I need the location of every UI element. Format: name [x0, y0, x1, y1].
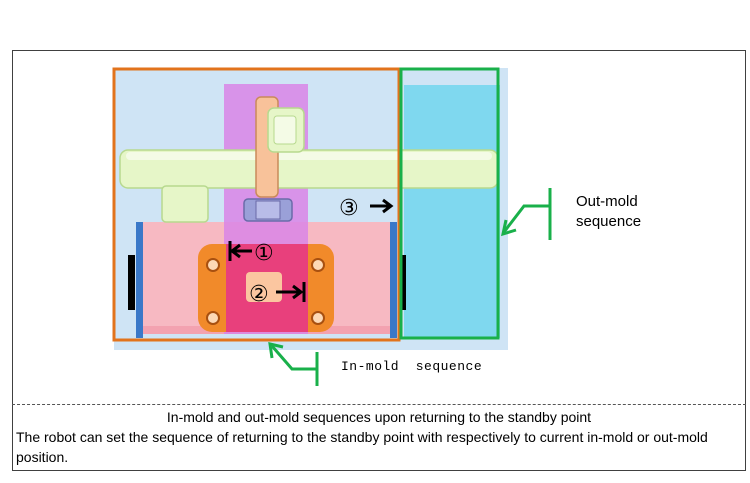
diagram-frame [12, 50, 746, 471]
caption-divider [12, 404, 746, 405]
out-mold-label-line-2: sequence [576, 213, 642, 230]
arrow-two [276, 282, 306, 302]
bolt-holes [206, 258, 325, 325]
in-mold-label: In-mold sequence [341, 359, 483, 374]
caption: In-mold and out-mold sequences upon retu… [16, 407, 742, 467]
beam-highlight [126, 152, 492, 160]
gripper-center [255, 200, 281, 220]
out-mold-label: Out-mold sequence [576, 192, 641, 232]
arm-bracket-inner [273, 115, 297, 145]
out-mold-frame [399, 67, 500, 340]
arrow-three [370, 198, 394, 214]
in-mold-frame [112, 67, 401, 342]
out-mold-area [404, 85, 500, 338]
left-tie-bar [128, 255, 135, 310]
caption-title: In-mold and out-mold sequences upon retu… [166, 409, 592, 425]
out-mold-label-line-1: Out-mold [576, 193, 638, 210]
right-mold-bar [390, 222, 397, 338]
left-mold-bar [136, 222, 143, 338]
out-mold-callout [500, 188, 552, 240]
marker-one: ① [254, 241, 274, 266]
marker-two: ② [249, 282, 269, 307]
right-tie-bar [401, 255, 406, 310]
arrow-one [228, 241, 252, 261]
caption-description: The robot can set the sequence of return… [16, 429, 708, 465]
marker-two-pad [246, 272, 282, 302]
in-mold-callout [268, 342, 319, 386]
beam-support [161, 185, 209, 223]
marker-three: ③ [339, 196, 359, 221]
